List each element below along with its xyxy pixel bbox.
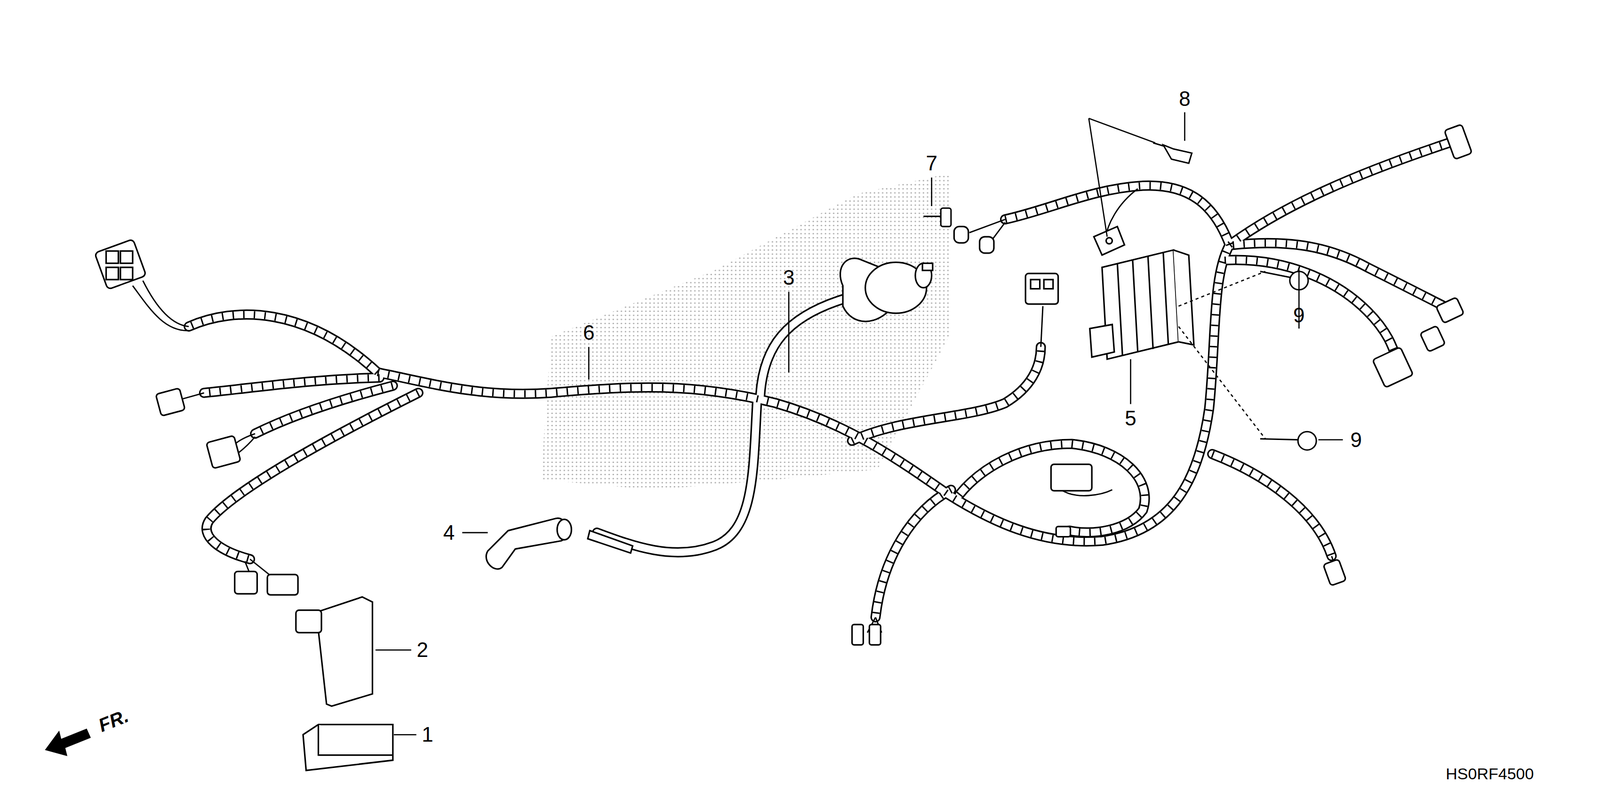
callout-number: 4: [443, 522, 455, 544]
callout-number: 8: [1178, 88, 1191, 110]
callout-number: 9: [1293, 304, 1305, 326]
callout-number: 9: [1350, 429, 1362, 451]
front-indicator: FR.: [95, 705, 131, 735]
callout-number: 6: [583, 322, 595, 344]
diagram-code: HS0RF4500: [1445, 765, 1534, 782]
callout-number: 7: [925, 152, 937, 174]
callout-number: 3: [783, 267, 795, 288]
callout-number: 1: [421, 724, 433, 745]
callout-number: 5: [1124, 408, 1136, 429]
callout-number: 2: [416, 639, 428, 661]
